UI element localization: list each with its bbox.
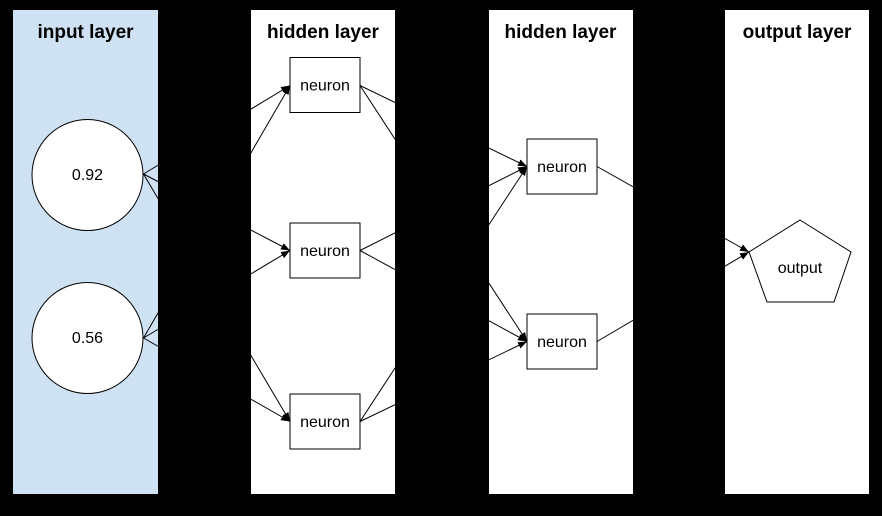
node-h2-2-rect — [526, 313, 598, 370]
edge-h1-2-to-h2-1 — [359, 166, 528, 251]
output-layer-title: output layer — [743, 22, 852, 43]
node-output-pentagon — [748, 219, 852, 303]
edge-h2-1-to-output — [596, 166, 750, 253]
node-h2-1-label: neuron — [537, 159, 587, 176]
node-h2-2-label: neuron — [537, 334, 587, 351]
edge-h2-2-to-output — [596, 251, 750, 342]
edge-input-1-to-h1-3 — [143, 173, 291, 422]
node-h2-1-rect — [526, 138, 598, 195]
edge-input-2-to-h1-1 — [143, 85, 291, 339]
node-input-1-label: 0.92 — [72, 167, 103, 184]
edges — [143, 85, 750, 422]
node-h1-2-rect — [289, 222, 361, 279]
panel-hidden-layer-2 — [489, 10, 633, 494]
input-layer-title: input layer — [37, 22, 134, 43]
nodes — [31, 57, 852, 450]
node-h1-2-label: neuron — [300, 243, 350, 260]
hidden-layer-2-title: hidden layer — [505, 22, 618, 43]
edge-h1-1-to-h2-2 — [359, 85, 528, 342]
edge-h1-3-to-h2-2 — [359, 341, 528, 422]
node-output-label: output — [778, 260, 823, 277]
node-h1-1-label: neuron — [300, 78, 350, 95]
node-h1-1-rect — [289, 57, 361, 113]
node-h1-3-label: neuron — [300, 414, 350, 431]
node-input-2-circle — [31, 282, 144, 394]
panel-input-layer — [13, 10, 158, 494]
edge-input-2-to-h1-2 — [143, 250, 291, 339]
edge-input-1-to-h1-1 — [143, 85, 291, 175]
edge-h1-1-to-h2-1 — [359, 85, 528, 167]
hidden-layer-1-title: hidden layer — [267, 22, 380, 43]
edge-h1-3-to-h2-1 — [359, 166, 528, 422]
node-input-2-label: 0.56 — [72, 330, 103, 347]
node-input-1-circle — [31, 119, 144, 231]
edge-input-2-to-h1-3 — [143, 337, 291, 422]
node-h1-3-rect — [289, 393, 361, 450]
edge-h1-2-to-h2-2 — [359, 250, 528, 342]
